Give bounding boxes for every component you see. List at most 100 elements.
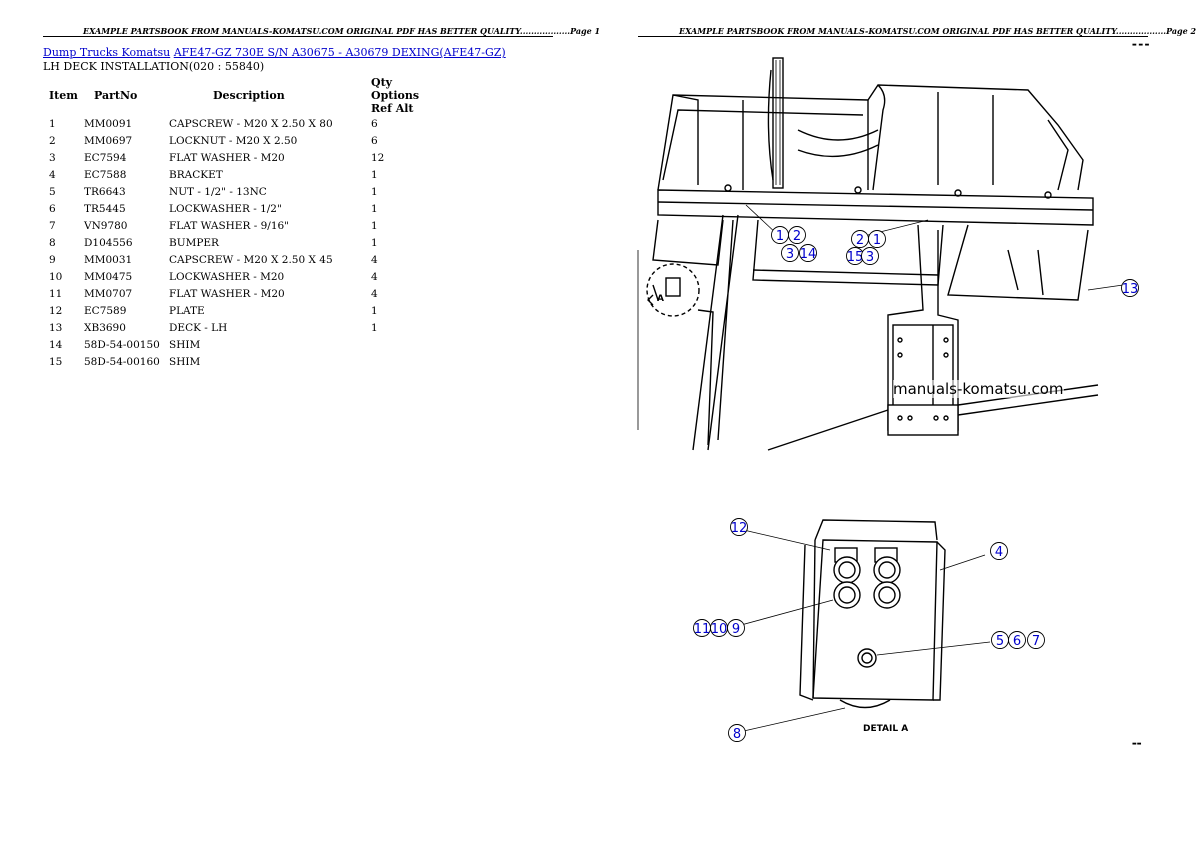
cell-description: BRACKET	[169, 168, 223, 181]
cell-qty: 4	[371, 253, 378, 266]
detail-callout-label: 12	[731, 521, 748, 536]
detail-callout-label: 5	[996, 634, 1004, 649]
cell-description: FLAT WASHER - M20	[169, 287, 285, 300]
column-header-partno: PartNo	[94, 89, 138, 102]
cell-partno: MM0475	[84, 270, 133, 283]
cell-description: FLAT WASHER - M20	[169, 151, 285, 164]
watermark: manuals-komatsu.com	[893, 380, 1064, 398]
cell-partno: XB3690	[84, 321, 126, 334]
detail-callout-circle	[730, 518, 748, 536]
detail-callout-label: 6	[1013, 634, 1021, 649]
parts-table: Item PartNo Description Qty Options Ref …	[43, 76, 419, 370]
page-2-header: EXAMPLE PARTSBOOK FROM MANUALS-KOMATSU.C…	[679, 26, 1196, 36]
detail-callout-circle	[1027, 631, 1045, 649]
cell-partno: MM0697	[84, 134, 133, 147]
detail-callout-label: 8	[733, 727, 741, 742]
top-callout-label: 13	[1122, 282, 1139, 297]
cell-qty: 1	[371, 236, 378, 249]
cell-description: CAPSCREW - M20 X 2.50 X 80	[169, 117, 333, 130]
cell-description: SHIM	[169, 338, 201, 351]
page-2-header-rule	[638, 36, 1148, 37]
column-header-description: Description	[213, 89, 285, 102]
cell-description: SHIM	[169, 355, 201, 368]
parts-table-row: 9 MM0031 CAPSCREW - M20 X 2.50 X 45 4	[43, 251, 419, 268]
top-callout-label: 15	[847, 250, 864, 265]
cell-qty: 6	[371, 134, 378, 147]
cell-partno: TR5445	[84, 202, 126, 215]
cell-item: 5	[49, 185, 56, 198]
cell-item: 11	[49, 287, 63, 300]
cell-item: 6	[49, 202, 56, 215]
top-callout-label: 14	[800, 247, 817, 262]
detail-callout-label: 10	[711, 622, 728, 637]
figure-code-mark: ▬▬	[1132, 741, 1142, 747]
column-header-qty-options-ref-alt: Qty Options Ref Alt	[371, 76, 420, 115]
top-callout-circle	[788, 226, 806, 244]
detail-callout-circle	[1008, 631, 1026, 649]
cell-description: FLAT WASHER - 9/16"	[169, 219, 290, 232]
cell-partno: 58D-54-00150	[84, 338, 160, 351]
cell-qty: 12	[371, 151, 385, 164]
top-callout-label: 3	[866, 250, 874, 265]
cell-item: 2	[49, 134, 56, 147]
parts-table-header-row: Item PartNo Description Qty Options Ref …	[43, 76, 419, 115]
cell-partno: MM0091	[84, 117, 133, 130]
cell-qty: 1	[371, 321, 378, 334]
detail-callout-circle	[990, 542, 1008, 560]
parts-table-row: 2 MM0697 LOCKNUT - M20 X 2.50 6	[43, 132, 419, 149]
cell-item: 1	[49, 117, 56, 130]
top-callout-circle	[799, 244, 817, 262]
top-callout-circle	[861, 247, 879, 265]
cell-item: 10	[49, 270, 63, 283]
cell-item: 3	[49, 151, 56, 164]
cell-qty: 1	[371, 219, 378, 232]
cell-description: LOCKNUT - M20 X 2.50	[169, 134, 298, 147]
breadcrumb-link-model[interactable]: AFE47-GZ 730E S/N A30675 - A30679 DEXING…	[173, 46, 506, 59]
cell-item: 7	[49, 219, 56, 232]
top-callout-label: 1	[776, 229, 784, 244]
cell-qty	[371, 336, 419, 353]
parts-table-row: 3 EC7594 FLAT WASHER - M20 12	[43, 149, 419, 166]
cell-qty: 1	[371, 185, 378, 198]
cell-partno: EC7594	[84, 151, 127, 164]
detail-a-label: DETAIL A	[863, 724, 908, 734]
top-callout-label: 1	[873, 233, 881, 248]
cell-partno: VN9780	[84, 219, 128, 232]
cell-item: 12	[49, 304, 63, 317]
detail-callout-circle	[727, 619, 745, 637]
cell-item: 15	[49, 355, 63, 368]
corner-mark: ▬ ▬ ▬	[1132, 42, 1150, 48]
detail-callout-label: 7	[1032, 634, 1040, 649]
cell-item: 9	[49, 253, 56, 266]
cell-description: NUT - 1/2" - 13NC	[169, 185, 267, 198]
top-callout-label: 2	[793, 229, 801, 244]
detail-callout-label: 11	[694, 622, 711, 637]
cell-item: 4	[49, 168, 56, 181]
page-1-header: EXAMPLE PARTSBOOK FROM MANUALS-KOMATSU.C…	[83, 26, 601, 36]
breadcrumb-link-dump-trucks[interactable]: Dump Trucks Komatsu	[43, 46, 171, 59]
cell-description: LOCKWASHER - 1/2"	[169, 202, 282, 215]
cell-partno: MM0031	[84, 253, 133, 266]
cell-description: BUMPER	[169, 236, 219, 249]
page-1-header-rule	[43, 36, 553, 37]
view-a-label: A	[657, 294, 664, 304]
parts-table-row: 7 VN9780 FLAT WASHER - 9/16" 1	[43, 217, 419, 234]
cell-qty: 1	[371, 304, 378, 317]
cell-description: LOCKWASHER - M20	[169, 270, 285, 283]
cell-item: 8	[49, 236, 56, 249]
top-callout-label: 2	[856, 233, 864, 248]
cell-description: CAPSCREW - M20 X 2.50 X 45	[169, 253, 333, 266]
detail-callout-label: 4	[995, 545, 1003, 560]
section-title: LH DECK INSTALLATION(020 : 55840)	[43, 60, 265, 73]
cell-qty: 4	[371, 287, 378, 300]
detail-callout-label: 9	[732, 622, 740, 637]
